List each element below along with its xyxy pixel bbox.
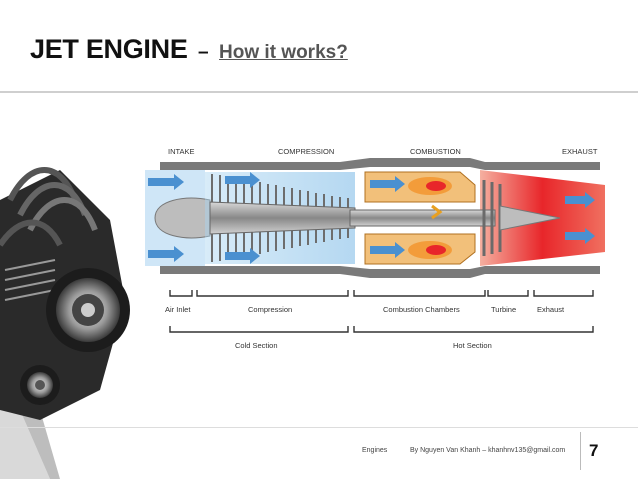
label-compression-top: COMPRESSION bbox=[278, 147, 334, 156]
label-hot-section: Hot Section bbox=[453, 341, 492, 350]
label-turbine: Turbine bbox=[491, 305, 516, 314]
compressor-stages bbox=[205, 172, 356, 264]
label-exhaust: Exhaust bbox=[537, 305, 565, 314]
section-brackets bbox=[169, 290, 594, 333]
label-exhaust-top: EXHAUST bbox=[562, 147, 598, 156]
slide-title: JET ENGINE – How it works? bbox=[30, 34, 348, 65]
label-air-inlet: Air Inlet bbox=[165, 305, 191, 314]
label-cold-section: Cold Section bbox=[235, 341, 278, 350]
label-combustion-top: COMBUSTION bbox=[410, 147, 461, 156]
title-separator: – bbox=[198, 42, 209, 63]
page-number: 7 bbox=[589, 441, 599, 460]
title-subtitle: How it works? bbox=[219, 42, 348, 63]
jet-engine-diagram: INTAKE COMPRESSION COMBUSTION EXHAUST bbox=[145, 147, 605, 350]
footer-topic: Engines bbox=[362, 447, 388, 454]
label-intake: INTAKE bbox=[168, 147, 195, 156]
footer-divider bbox=[580, 432, 581, 470]
combustion-chambers bbox=[364, 171, 476, 265]
label-compression: Compression bbox=[248, 305, 292, 314]
nose-cone bbox=[154, 197, 211, 239]
engine-photo bbox=[0, 167, 130, 479]
footer-rule bbox=[0, 427, 638, 428]
footer-author: By Nguyen Van Khanh – khanhnv135@gmail.c… bbox=[410, 447, 566, 454]
airflow-arrows bbox=[148, 172, 595, 264]
exhaust-cone bbox=[499, 205, 561, 231]
label-combustion-chambers: Combustion Chambers bbox=[383, 305, 460, 314]
header-rule bbox=[0, 91, 638, 93]
central-shaft bbox=[349, 209, 496, 227]
title-main: JET ENGINE bbox=[30, 34, 188, 64]
